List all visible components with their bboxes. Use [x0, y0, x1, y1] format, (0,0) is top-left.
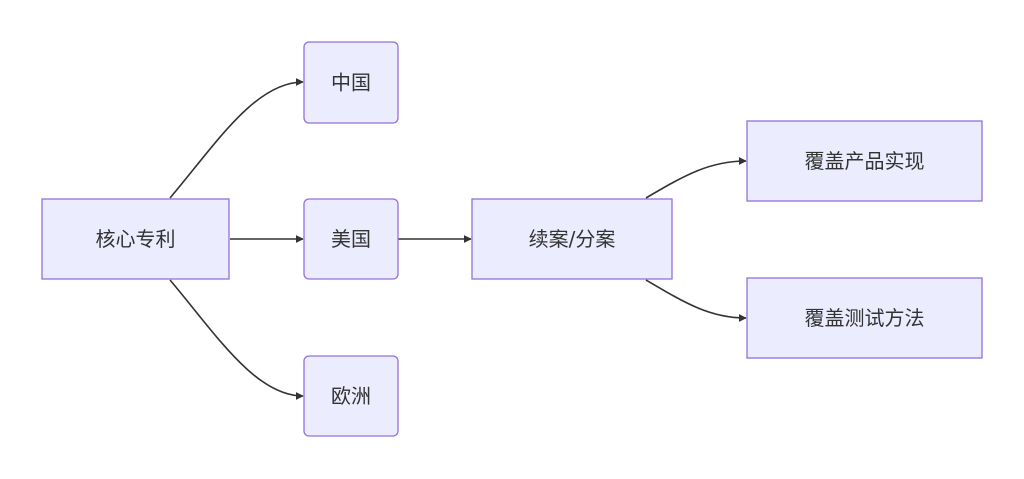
node-core-patent-label: 核心专利	[96, 227, 176, 251]
edge-continuation-to-product	[645, 157, 747, 199]
node-europe: 欧洲	[303, 355, 399, 437]
node-continuation-divisional: 续案/分案	[471, 198, 673, 280]
node-china-label: 中国	[331, 71, 371, 95]
edge-continuation-to-test	[645, 279, 747, 322]
node-core-patent: 核心专利	[41, 198, 230, 280]
node-usa: 美国	[303, 198, 399, 280]
node-cover-test-method: 覆盖测试方法	[746, 277, 983, 359]
node-cover-product: 覆盖产品实现	[746, 120, 983, 202]
node-cover-product-label: 覆盖产品实现	[805, 149, 925, 173]
node-usa-label: 美国	[331, 227, 371, 251]
edges	[169, 78, 747, 400]
edge-core-to-cn	[169, 78, 304, 199]
edge-core-to-eu	[169, 279, 304, 400]
node-europe-label: 欧洲	[331, 384, 371, 408]
node-china: 中国	[303, 41, 399, 124]
node-continuation-divisional-label: 续案/分案	[529, 227, 616, 251]
node-cover-test-method-label: 覆盖测试方法	[805, 306, 925, 330]
